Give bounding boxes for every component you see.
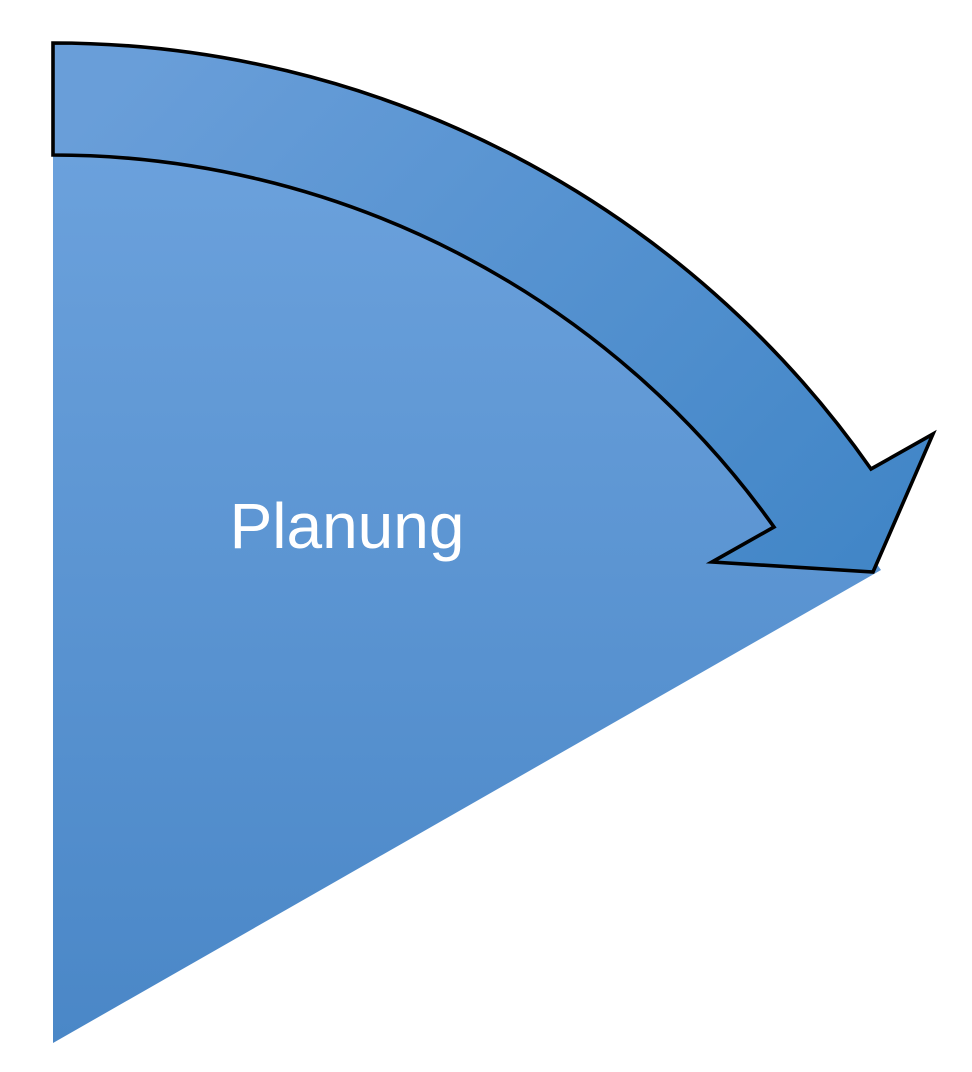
- pie-wedge-shape: [53, 154, 881, 1043]
- curved-arrow-shape: [51, 41, 937, 574]
- wedge-label: Planung: [230, 490, 465, 562]
